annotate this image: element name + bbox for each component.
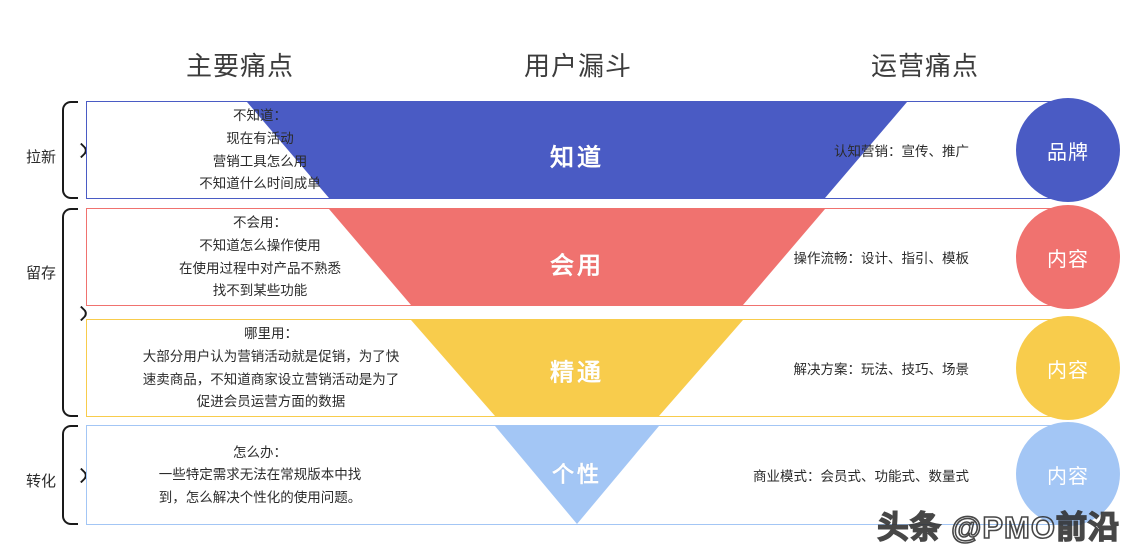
pain-line: 不知道： bbox=[233, 108, 287, 124]
funnel-stage-label-usable: 会用 bbox=[550, 252, 604, 280]
operation-point-text-personalization: 商业模式：会员式、功能式、数量式 bbox=[753, 469, 969, 484]
operation-point-text-mastery: 解决方案：玩法、技巧、场景 bbox=[793, 362, 970, 377]
pain-line: 找不到某些功能 bbox=[212, 283, 308, 299]
pain-line: 大部分用户认为营销活动就是促销，为了快 bbox=[142, 348, 400, 364]
funnel-stage-label-mastery: 精通 bbox=[550, 359, 604, 387]
pain-line: 怎么办： bbox=[233, 444, 287, 460]
pain-line: 在使用过程中对产品不熟悉 bbox=[179, 260, 341, 276]
stage-badge-brand[interactable]: 品牌 bbox=[1016, 98, 1120, 202]
stage-group-label-conversion: 转化 bbox=[25, 473, 56, 490]
column-header-operations: 运营痛点 bbox=[870, 51, 979, 81]
pain-line: 现在有活动 bbox=[226, 130, 294, 146]
operation-point-text-awareness: 认知营销：宣传、推广 bbox=[834, 144, 969, 159]
stage-badge-content-usable[interactable]: 内容 bbox=[1016, 205, 1120, 309]
stage-group-brace-acquisition bbox=[62, 101, 78, 199]
pain-point-text-personalization: 怎么办： 一些特定需求无法在常规版本中找 到，怎么解决个性化的使用问题。 bbox=[95, 426, 425, 524]
pain-line: 速卖商品，不知道商家设立营销活动是为了 bbox=[142, 371, 400, 387]
funnel-stage-label-awareness: 知道 bbox=[550, 144, 604, 172]
stage-group-label-retention: 留存 bbox=[25, 265, 56, 282]
pain-point-text-mastery: 哪里用： 大部分用户认为营销活动就是促销，为了快 速卖商品，不知道商家设立营销活… bbox=[91, 320, 451, 416]
watermark-text: 头条 @PMO前沿 bbox=[877, 509, 1120, 546]
stage-badge-content-personalization[interactable]: 内容 bbox=[1016, 422, 1120, 526]
operation-point-text-usable: 操作流畅：设计、指引、模板 bbox=[793, 251, 970, 266]
pain-point-text-awareness: 不知道： 现在有活动 营销工具怎么用 不知道什么时间成单 bbox=[95, 102, 425, 198]
column-header-pain-points: 主要痛点 bbox=[185, 51, 294, 81]
pain-line: 营销工具怎么用 bbox=[212, 153, 308, 169]
stage-badge-content-mastery[interactable]: 内容 bbox=[1016, 316, 1120, 420]
pain-line: 不知道什么时间成单 bbox=[199, 176, 321, 192]
pain-line: 哪里用： bbox=[244, 326, 298, 342]
pain-line: 到，怎么解决个性化的使用问题。 bbox=[158, 489, 362, 505]
stage-group-label-acquisition: 拉新 bbox=[25, 149, 56, 166]
pain-line: 一些特定需求无法在常规版本中找 bbox=[158, 467, 362, 483]
stage-group-brace-conversion bbox=[62, 425, 78, 525]
pain-line: 不知道怎么操作使用 bbox=[199, 237, 321, 253]
funnel-stage-label-personalization: 个性 bbox=[551, 462, 603, 487]
stage-group-brace-retention bbox=[62, 208, 78, 417]
column-header-user-funnel: 用户漏斗 bbox=[523, 51, 632, 81]
pain-point-text-usable: 不会用： 不知道怎么操作使用 在使用过程中对产品不熟悉 找不到某些功能 bbox=[95, 209, 425, 305]
pain-line: 不会用： bbox=[233, 215, 287, 231]
pain-line: 促进会员运营方面的数据 bbox=[196, 394, 346, 410]
